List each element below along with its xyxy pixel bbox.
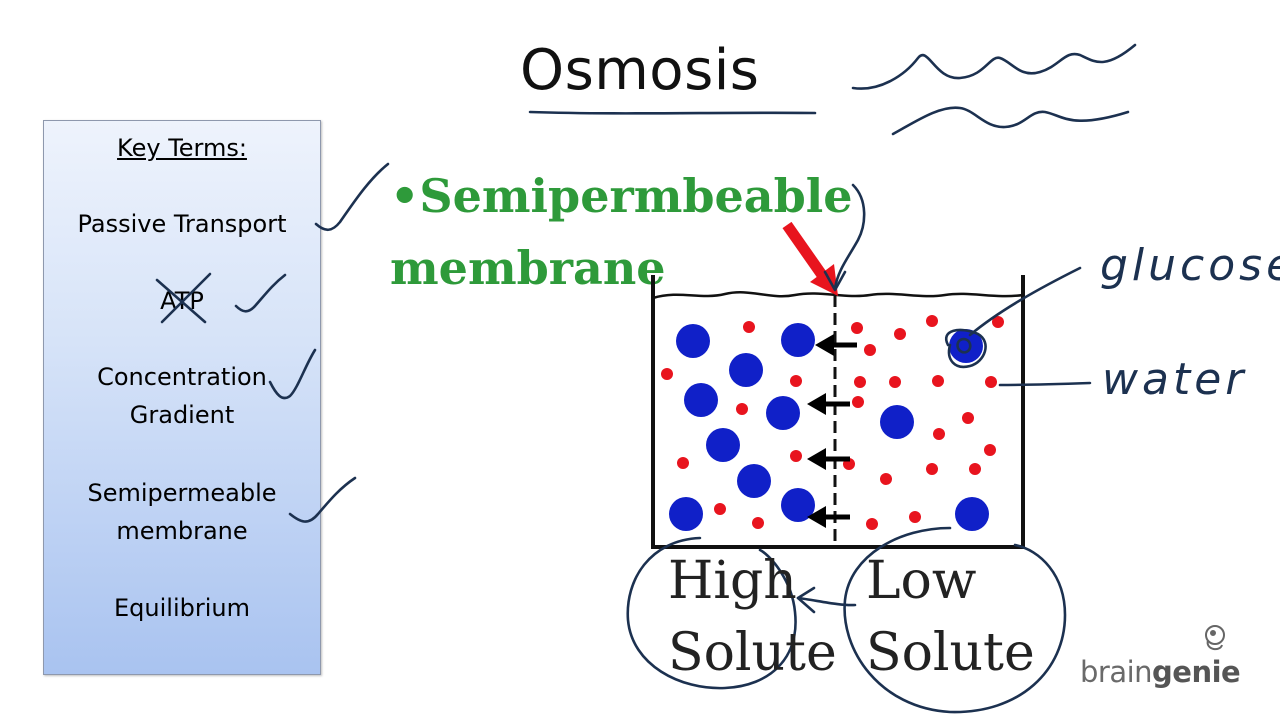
- slide-title: Osmosis: [520, 38, 760, 103]
- water-particles: [661, 315, 1004, 530]
- flow-arrows: [807, 334, 857, 528]
- key-terms-heading: Key Terms:: [117, 134, 247, 162]
- genie-icon: [1205, 625, 1225, 651]
- beaker: [651, 275, 1025, 549]
- membrane-label-line2: membrane: [390, 241, 666, 295]
- membrane-label-line1: •Semipermbeable: [390, 169, 853, 223]
- water-annotation: water: [1102, 354, 1248, 405]
- key-term-concentration-gradient: Concentration Gradient: [97, 363, 267, 429]
- logo-brain: brain: [1080, 655, 1153, 689]
- key-term-passive-transport: Passive Transport: [77, 210, 287, 238]
- key-terms-panel: Key Terms: Passive Transport ATP Concent…: [43, 120, 321, 675]
- membrane-pointer-arrow: [782, 221, 838, 296]
- solute-particles: [669, 323, 989, 531]
- high-solute-label: High Solute: [668, 551, 837, 683]
- logo-genie: genie: [1152, 655, 1241, 689]
- key-term-equilibrium: Equilibrium: [114, 594, 250, 622]
- key-term-semipermeable-membrane: Semipermeable membrane: [87, 479, 277, 545]
- membrane-label: •Semipermbeable membrane: [390, 160, 853, 304]
- low-solute-label: Low Solute: [866, 551, 1035, 683]
- handwritten-annotations: [155, 43, 1137, 714]
- braingenie-logo: braingenie: [1080, 655, 1241, 689]
- glucose-annotation: glucose: [1100, 240, 1280, 291]
